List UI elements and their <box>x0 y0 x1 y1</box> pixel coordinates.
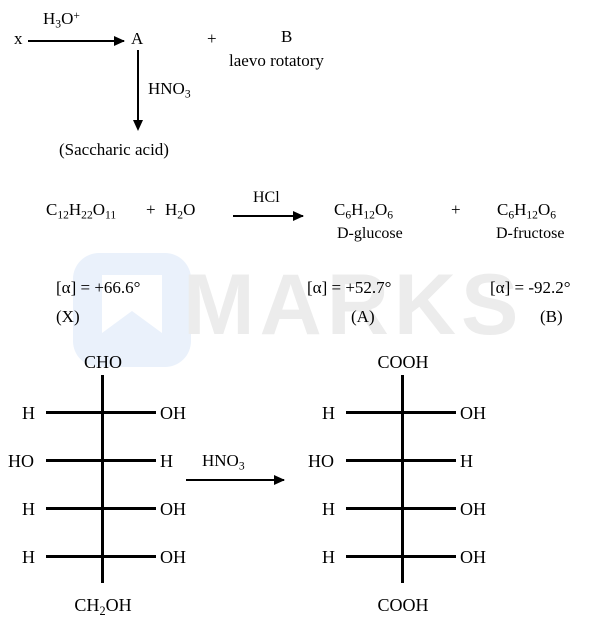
rotation-value-sucrose: [α] = +66.6° <box>56 278 141 297</box>
equation-product-fructose-name: D-fructose <box>496 225 565 242</box>
scheme-plus-sign: + <box>207 29 217 48</box>
rotation-label-b: (B) <box>540 307 563 326</box>
scheme-vertical-reagent-nitric-acid: HNO3 <box>148 79 191 101</box>
glucose-backbone <box>101 375 104 583</box>
scheme-vertical-product-saccharic-acid: (Saccharic acid) <box>59 140 169 159</box>
saccharic-rung-1-right: OH <box>460 403 486 423</box>
saccharic-rung-4-left: H <box>322 547 335 567</box>
glucose-rung-3-left: H <box>22 499 35 519</box>
equation-product-glucose-name: D-glucose <box>337 225 403 242</box>
saccharic-bottom-group-cooh: COOH <box>377 595 429 615</box>
scheme-reactant-x: x <box>14 29 23 48</box>
saccharic-backbone <box>401 375 404 583</box>
scheme-reagent-hydronium: H3O+ <box>43 9 80 31</box>
saccharic-rung-1-left: H <box>322 403 335 423</box>
equation-product-fructose-formula: C6H12O6 <box>497 200 557 222</box>
glucose-top-group-cho: CHO <box>83 352 123 372</box>
glucose-rung-1-right: OH <box>160 403 186 423</box>
watermark-text: MARKS <box>183 257 524 353</box>
glucose-rung-2-right: H <box>160 451 173 471</box>
glucose-rung-2-left: HO <box>8 451 34 471</box>
glucose-bottom-group-ch2oh: CH2OH <box>74 595 132 618</box>
saccharic-rung-4 <box>346 555 456 558</box>
saccharic-rung-2-left: HO <box>308 451 334 471</box>
equation-catalyst-hcl: HCl <box>253 189 280 206</box>
glucose-rung-4 <box>46 555 156 558</box>
glucose-rung-2 <box>46 459 156 462</box>
scheme-product-b-note: laevo rotatory <box>229 51 324 70</box>
rotation-value-fructose: [α] = -92.2° <box>490 278 571 297</box>
equation-plus-right: + <box>451 200 461 219</box>
glucose-rung-3 <box>46 507 156 510</box>
saccharic-rung-4-right: OH <box>460 547 486 567</box>
scheme-product-a: A <box>131 29 144 48</box>
scheme-product-b: B <box>281 27 293 46</box>
saccharic-rung-3-right: OH <box>460 499 486 519</box>
saccharic-rung-3-left: H <box>322 499 335 519</box>
glucose-rung-1-left: H <box>22 403 35 423</box>
saccharic-rung-3 <box>346 507 456 510</box>
watermark-logo-icon <box>73 253 191 367</box>
scheme-vertical-arrow <box>133 50 143 131</box>
equation-product-glucose-formula: C6H12O6 <box>334 200 394 222</box>
glucose-rung-4-left: H <box>22 547 35 567</box>
saccharic-rung-2 <box>346 459 456 462</box>
rotation-value-glucose: [α] = +52.7° <box>307 278 392 297</box>
saccharic-rung-2-right: H <box>460 451 473 471</box>
equation-reactant-water: H2O <box>165 200 196 222</box>
glucose-rung-3-right: OH <box>160 499 186 519</box>
equation-arrow <box>233 211 304 221</box>
saccharic-rung-1 <box>346 411 456 414</box>
rotation-label-a: (A) <box>351 307 375 326</box>
equation-plus-left: + <box>146 200 156 219</box>
equation-reactant-sucrose: C12H22O11 <box>46 200 117 222</box>
structures-reaction-arrow <box>186 475 285 485</box>
glucose-rung-4-right: OH <box>160 547 186 567</box>
glucose-rung-1 <box>46 411 156 414</box>
structures-arrow-reagent-nitric-acid: HNO3 <box>202 451 245 473</box>
saccharic-top-group-cooh: COOH <box>377 352 429 372</box>
scheme-horizontal-arrow <box>28 36 125 46</box>
rotation-label-x: (X) <box>56 307 80 326</box>
